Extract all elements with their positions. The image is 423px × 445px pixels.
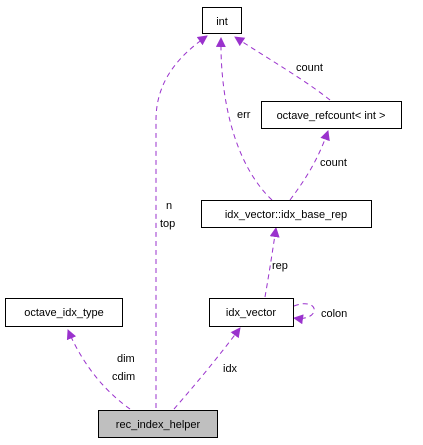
edge-label-dim: dim <box>117 353 135 365</box>
node-rec-index-helper[interactable]: rec_index_helper <box>98 410 218 438</box>
node-octave-refcount-box <box>261 101 402 129</box>
node-idx-vector-box <box>209 298 294 327</box>
edge-label-idx: idx <box>223 363 238 375</box>
edge-dim-cdim-helper-to-octave-idx-type <box>66 329 131 410</box>
node-rec-index-helper-box <box>98 410 218 438</box>
node-octave-idx-type-label: octave_idx_type <box>24 307 104 319</box>
edge-count-base-rep-to-refcount <box>289 130 330 201</box>
node-idx-base-rep[interactable]: idx_vector::idx_base_rep <box>201 200 372 228</box>
node-rec-index-helper-label: rec_index_helper <box>116 419 201 431</box>
edge-rep-idx-vector-to-base-rep <box>264 227 280 298</box>
node-int[interactable]: int <box>202 7 242 34</box>
node-idx-vector-label: idx_vector <box>226 307 276 319</box>
node-int-box <box>202 7 242 34</box>
node-octave-refcount-label: octave_refcount< int > <box>277 110 386 122</box>
edge-n-top-helper-to-int <box>155 35 208 409</box>
node-octave-refcount[interactable]: octave_refcount< int > <box>261 101 402 129</box>
edge-colon-idx-vector-self <box>293 303 315 325</box>
node-octave-idx-type[interactable]: octave_idx_type <box>5 298 123 327</box>
edge-idx-helper-to-idx-vector <box>173 327 241 410</box>
edge-label-rep: rep <box>272 260 288 272</box>
edge-label-count-int: count <box>296 62 323 74</box>
edge-label-top: top <box>160 218 175 230</box>
node-idx-base-rep-box <box>201 200 372 228</box>
edge-label-colon: colon <box>321 308 347 320</box>
node-idx-base-rep-label: idx_vector::idx_base_rep <box>225 209 347 221</box>
node-idx-vector[interactable]: idx_vector <box>209 298 294 327</box>
edge-label-err: err <box>237 109 251 121</box>
node-octave-idx-type-box <box>5 298 123 327</box>
edge-count-refcount-to-int <box>234 36 331 101</box>
node-int-label: int <box>216 16 228 28</box>
edge-label-cdim: cdim <box>112 371 135 383</box>
edge-label-count-rep: count <box>320 157 347 169</box>
edge-err-base-rep-to-int <box>215 37 273 201</box>
edge-label-n: n <box>166 200 172 212</box>
